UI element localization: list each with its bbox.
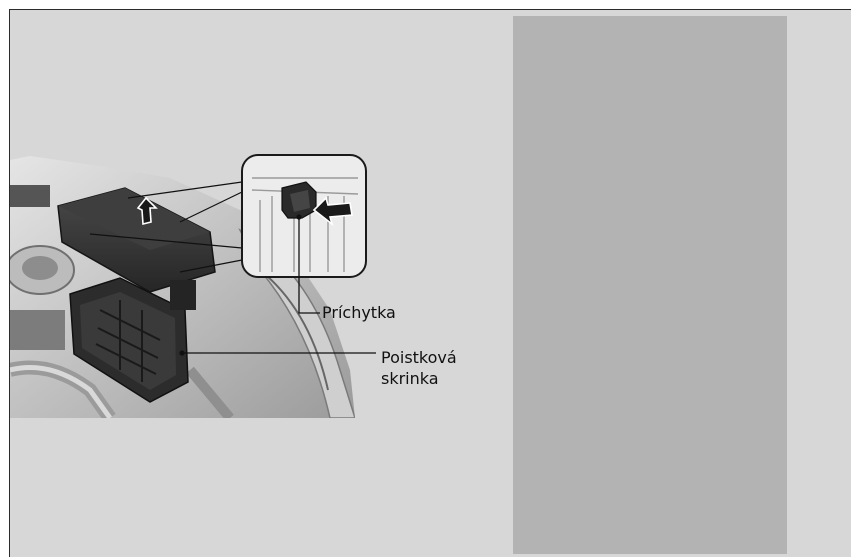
manual-page: Príchytka Poistková skrinka: [9, 9, 851, 557]
fuse-box-leader-dot: [179, 350, 184, 355]
clip-detail-inset: [242, 155, 366, 277]
fuse-box-label-line1: Poistková: [381, 347, 457, 368]
fuse-box-label: Poistková skrinka: [381, 347, 457, 389]
side-note-panel: [513, 16, 787, 554]
clip-leader-dot: [296, 214, 301, 219]
clip-label: Príchytka: [322, 302, 396, 323]
fuse-box-label-line2: skrinka: [381, 368, 457, 389]
